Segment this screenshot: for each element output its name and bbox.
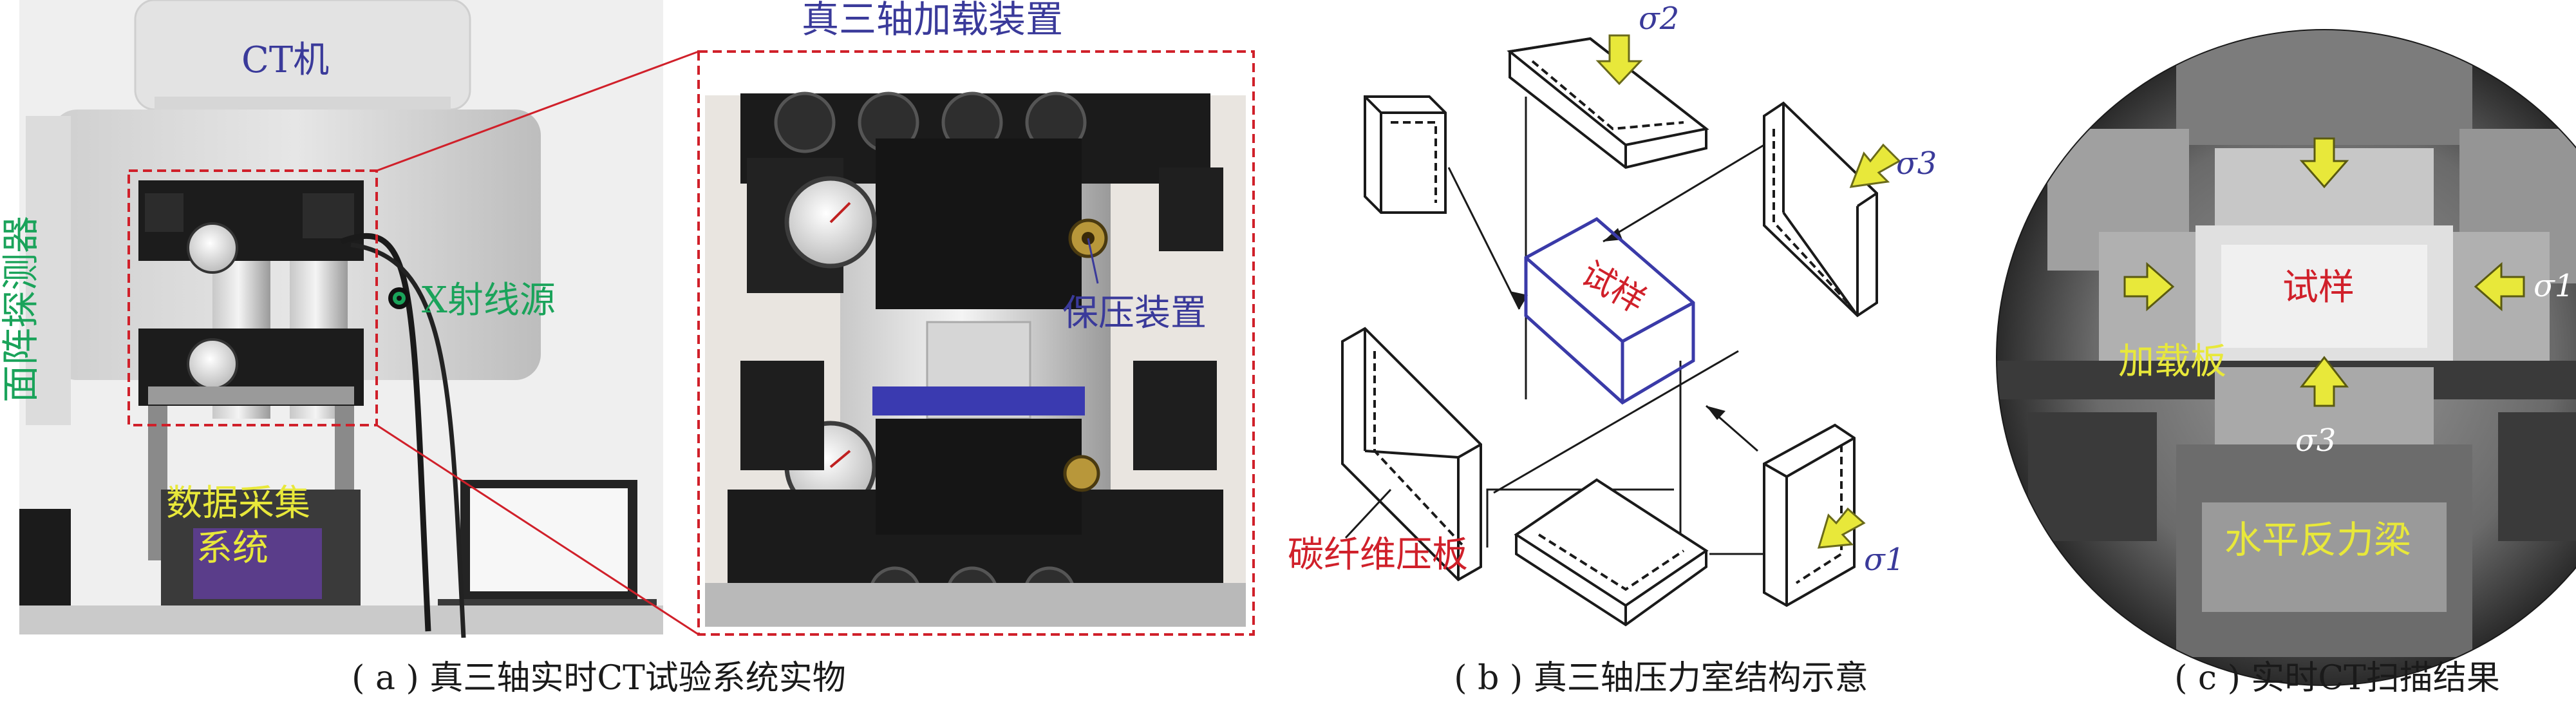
sigma2-label-b: σ2 [1639, 1, 1679, 37]
carbon-plate-label: 碳纤维压板 [1288, 534, 1468, 576]
pressure-holding-label: 保压装置 [1062, 292, 1207, 334]
plate-right-top [1763, 101, 1878, 318]
caption-c: ( c ) 实时CT扫描结果 [2174, 659, 2500, 698]
left-arrow [2123, 262, 2175, 312]
right-arrow [2474, 262, 2525, 312]
plate-bottom [1514, 478, 1709, 627]
bottom-arrow [2299, 356, 2349, 407]
panel-c-ct-scan: 试样 加载板 水平反力梁 σ1 σ3 [1996, 29, 2576, 686]
arrow-head [1706, 406, 1725, 420]
xray-source-label: X射线源 [422, 280, 556, 321]
flat-detector-label: 面阵探测器 [0, 216, 42, 403]
plate-left-bottom [1341, 327, 1482, 582]
data-acq-label-line2: 系统 [196, 528, 268, 569]
data-acq-label-line1: 数据采集 [166, 482, 310, 524]
caption-a: ( a ) 真三轴实时CT试验系统实物 [352, 659, 846, 698]
panel-a-photo: CT机 面阵探测器 X射线源 数据采集 系统 [0, 0, 699, 638]
plate-right-bottom [1763, 423, 1856, 607]
sigma3-arrow [1849, 143, 1901, 188]
sigma3-label-c: σ3 [2295, 423, 2336, 459]
sigma3-label-b: σ3 [1896, 146, 1937, 182]
caption-b: ( b ) 真三轴压力室结构示意 [1454, 659, 1868, 698]
highlight-box-large [697, 50, 1255, 636]
reaction-beam-label: 水平反力梁 [2224, 518, 2411, 562]
specimen-label-c: 试样 [2282, 267, 2355, 309]
loading-plate-label: 加载板 [2118, 341, 2226, 383]
highlight-box-small [127, 169, 378, 426]
plate-top-left [1364, 95, 1447, 214]
sigma1-label-b: σ1 [1864, 542, 1904, 578]
ct-machine-label: CT机 [241, 39, 329, 81]
sigma2-arrow [1595, 34, 1643, 86]
top-arrow [2299, 137, 2349, 189]
sigma1-label-c: σ1 [2534, 268, 2574, 304]
plate-top [1507, 37, 1709, 169]
loading-device-title: 真三轴加载装置 [802, 0, 1063, 41]
panel-a-zoom: 真三轴加载装置 保压装置 [697, 0, 1255, 636]
arrow-head [1510, 291, 1528, 309]
panel-b-stress-arrows [1595, 34, 1901, 549]
specimen-box [1524, 216, 1695, 405]
panel-b-schematic [1341, 37, 1878, 627]
sigma1-arrow [1817, 507, 1866, 549]
